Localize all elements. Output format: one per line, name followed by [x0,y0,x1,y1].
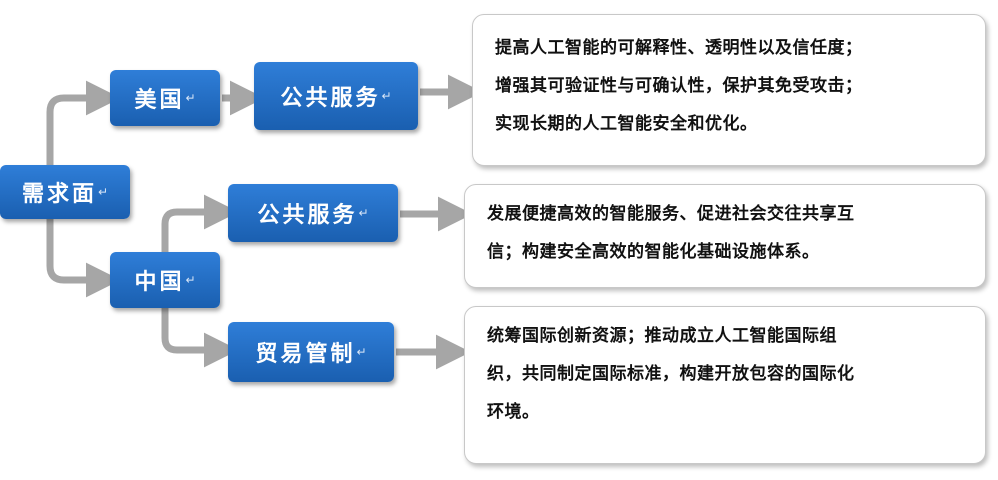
return-mark-icon: ↵ [97,185,109,199]
node-usa-public-service-label: 公共服务 [280,86,381,111]
return-mark-icon: ↵ [356,345,367,359]
node-usa-label: 美国 [134,88,185,113]
card-line: 环境。 [487,402,540,422]
node-china-trade-control: 贸易管制↵ [228,322,394,382]
node-usa-public-service: 公共服务↵ [254,62,418,130]
node-china-public-service: 公共服务↵ [228,184,398,242]
node-demand-side: 需求面↵ [0,165,130,219]
card-line: 发展便捷高效的智能服务、促进社会交往共享互 [487,204,855,224]
card-china-public-service-desc: 发展便捷高效的智能服务、促进社会交往共享互 信；构建安全高效的智能化基础设施体系… [464,184,986,288]
node-usa: 美国↵ [110,70,220,126]
node-china-trade-control-label: 贸易管制 [255,342,356,367]
connector-root-usa [46,80,121,168]
card-line: 信；构建安全高效的智能化基础设施体系。 [487,242,820,262]
node-china: 中国↵ [110,252,220,308]
card-line: 织，共同制定国际标准，构建开放包容的国际化 [487,364,855,384]
card-line: 实现长期的人工智能安全和优化。 [495,114,758,134]
card-line: 统筹国际创新资源；推动成立人工智能国际组 [487,326,837,346]
return-mark-icon: ↵ [185,273,196,287]
card-line: 增强其可验证性与可确认性，保护其免受攻击； [495,76,863,96]
card-usa-public-service-desc: 提高人工智能的可解释性、透明性以及信任度； 增强其可验证性与可确认性，保护其免受… [472,14,986,166]
connector-china-trade [161,308,239,368]
return-mark-icon: ↵ [358,206,369,220]
connector-china-public [161,194,239,252]
connector-root-china [46,216,121,298]
card-china-trade-control-desc: 统筹国际创新资源；推动成立人工智能国际组 织，共同制定国际标准，构建开放包容的国… [464,306,986,464]
node-china-label: 中国 [134,270,185,295]
return-mark-icon: ↵ [185,91,196,105]
return-mark-icon: ↵ [381,89,392,103]
node-demand-side-label: 需求面 [21,182,97,207]
card-line: 提高人工智能的可解释性、透明性以及信任度； [495,38,863,58]
node-china-public-service-label: 公共服务 [257,203,358,228]
